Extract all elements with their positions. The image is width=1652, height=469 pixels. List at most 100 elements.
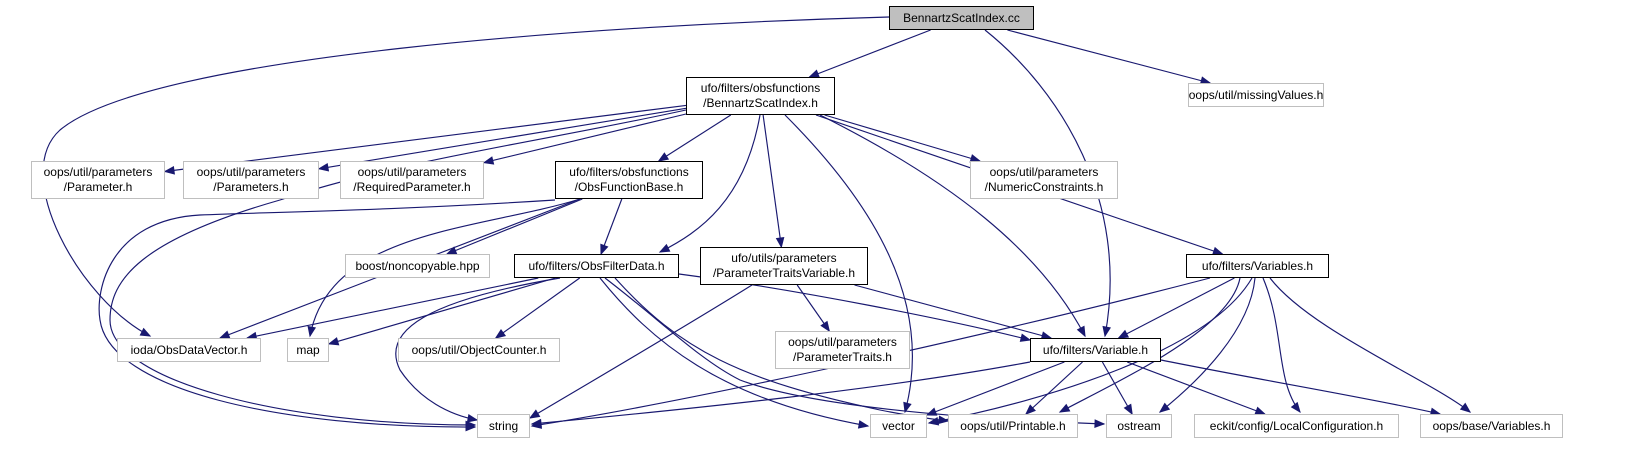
node-var[interactable]: ufo/filters/Variable.h — [1030, 338, 1161, 362]
edge-bsi_cc-to-bsi_h — [809, 29, 931, 78]
node-label: vector — [882, 418, 915, 433]
arrowhead-vars-to-printable — [1058, 403, 1071, 413]
edge-ptv-to-var — [854, 284, 1052, 339]
edge-var-to-ostream — [1101, 361, 1133, 415]
edge-var-to-oopsvars — [1160, 359, 1441, 415]
node-params: oops/util/parameters/Parameters.h — [183, 161, 319, 199]
node-ptraits: oops/util/parameters/ParameterTraits.h — [775, 331, 910, 369]
edge-ofb-to-boostnc — [446, 198, 583, 255]
arrowhead-vars-to-ostream — [1158, 402, 1171, 413]
edge-bsi_h-to-ofd — [659, 114, 761, 253]
edge-ofd-to-objcnt — [495, 277, 581, 339]
node-map: map — [287, 338, 329, 362]
arrowhead-vars-to-vector — [927, 416, 940, 426]
arrowhead-bsi_cc-to-var — [1102, 325, 1111, 338]
arrowhead-bsi_h-to-reqparam — [482, 156, 495, 165]
node-ostream: ostream — [1106, 414, 1172, 438]
node-label: oops/util/missingValues.h — [1188, 87, 1324, 102]
edge-vars-to-var — [1118, 277, 1235, 339]
edge-vars-to-oopsvars — [1269, 277, 1471, 413]
node-label: eckit/config/LocalConfiguration.h — [1209, 418, 1384, 433]
edge-bsi_cc-to-var — [984, 29, 1111, 337]
node-ofd[interactable]: ufo/filters/ObsFilterData.h — [514, 254, 679, 278]
edge-vars-to-printable — [1059, 277, 1241, 413]
node-vector: vector — [870, 414, 927, 438]
edge-ofd-to-printable — [614, 277, 949, 422]
edge-bsi_h-to-params — [318, 107, 687, 170]
edge-var-to-printable — [1025, 361, 1083, 415]
arrowhead-ofb-to-string — [465, 422, 477, 432]
node-missing: oops/util/missingValues.h — [1188, 83, 1324, 107]
node-label: oops/util/parameters/Parameter.h — [43, 165, 153, 194]
node-label: oops/base/Variables.h — [1432, 418, 1551, 433]
edge-bsi_h-to-vector — [784, 114, 913, 413]
node-reqparam: oops/util/parameters/RequiredParameter.h — [340, 161, 484, 199]
node-label: oops/util/ObjectCounter.h — [411, 342, 547, 357]
edge-vars-to-ostream — [1159, 277, 1256, 413]
arrowhead-bsi_h-to-vector — [903, 401, 912, 414]
node-label: oops/util/parameters/Parameters.h — [196, 165, 306, 194]
edge-bsi_h-to-param — [164, 104, 687, 173]
node-localconf: eckit/config/LocalConfiguration.h — [1194, 414, 1399, 438]
edge-bsi_h-to-ptv — [762, 114, 782, 248]
arrowhead-vars-to-oopsvars — [1459, 402, 1472, 413]
arrowhead-ptv-to-string — [528, 409, 541, 419]
node-label: BennartzScatIndex.cc — [903, 10, 1020, 25]
arrowhead-bsi_h-to-param — [163, 166, 175, 175]
node-bsi_cc[interactable]: BennartzScatIndex.cc — [889, 6, 1034, 30]
node-label: oops/util/parameters/ParameterTraits.h — [788, 335, 897, 364]
edge-ofb-to-ofd — [600, 198, 623, 255]
edge-ofb-to-map — [309, 198, 581, 337]
node-vars[interactable]: ufo/filters/Variables.h — [1186, 254, 1329, 278]
edge-bsi_cc-to-missing — [1007, 29, 1211, 84]
edge-ptv-to-string — [529, 284, 753, 419]
node-label: ufo/filters/obsfunctions/ObsFunctionBase… — [569, 165, 689, 194]
node-label: string — [488, 418, 519, 433]
arrowhead-var-to-vector — [925, 407, 938, 416]
node-iodaodv: ioda/ObsDataVector.h — [117, 338, 261, 362]
edge-bsi_h-to-numc — [824, 114, 981, 162]
edge-ofd-to-iodaodv — [247, 277, 539, 339]
arrowhead-bsi_h-to-ofb — [657, 152, 670, 162]
arrowhead-var-to-ostream — [1123, 403, 1133, 416]
arrowhead-ofd-to-vector — [857, 420, 870, 429]
arrowhead-bsi_h-to-var — [1076, 325, 1086, 338]
node-boostnc: boost/noncopyable.hpp — [345, 254, 490, 278]
node-label: ioda/ObsDataVector.h — [130, 342, 248, 357]
arrowhead-bsi_cc-to-iodaodv — [139, 327, 152, 337]
edge-bsi_h-to-ofb — [658, 114, 732, 162]
edge-bsi_h-to-string — [109, 109, 687, 426]
edge-ofb-to-string — [98, 199, 556, 428]
node-label: ufo/filters/Variable.h — [1042, 342, 1149, 357]
edge-bsi_h-to-var — [819, 114, 1086, 337]
arrowhead-bsi_h-to-ofd — [658, 243, 671, 253]
arrowhead-ofd-to-objcnt — [494, 328, 507, 339]
edge-bsi_cc-to-iodaodv — [42, 16, 890, 337]
arrowhead-ofd-to-map — [327, 337, 340, 346]
node-string: string — [477, 414, 530, 438]
arrowhead-ofb-to-ofd — [600, 243, 609, 256]
edge-vars-to-localconf — [1262, 277, 1301, 413]
arrowhead-ptv-to-ptraits — [820, 320, 831, 333]
node-ofb[interactable]: ufo/filters/obsfunctions/ObsFunctionBase… — [555, 161, 703, 199]
node-label: boost/noncopyable.hpp — [355, 258, 480, 273]
node-param: oops/util/parameters/Parameter.h — [31, 161, 165, 199]
arrowhead-vars-to-var — [1117, 329, 1130, 339]
arrowhead-vars-to-localconf — [1290, 401, 1301, 414]
arrowhead-ofd-to-ostream — [1094, 419, 1106, 428]
node-numc: oops/util/parameters/NumericConstraints.… — [970, 161, 1118, 199]
node-printable: oops/util/Printable.h — [948, 414, 1078, 438]
node-oopsvars: oops/base/Variables.h — [1420, 414, 1563, 438]
arrowhead-ofb-to-map — [307, 325, 317, 338]
arrowhead-ofd-to-var — [1019, 333, 1032, 342]
node-bsi_h[interactable]: ufo/filters/obsfunctions/BennartzScatInd… — [686, 77, 835, 115]
edge-ofd-to-map — [328, 277, 556, 345]
node-label: oops/util/Printable.h — [960, 418, 1066, 433]
node-label: ufo/filters/ObsFilterData.h — [528, 258, 665, 273]
node-ptv[interactable]: ufo/utils/parameters/ParameterTraitsVari… — [700, 247, 868, 285]
node-label: oops/util/parameters/RequiredParameter.h — [353, 165, 471, 194]
node-label: ufo/utils/parameters/ParameterTraitsVari… — [712, 251, 856, 280]
edge-bsi_h-to-reqparam — [483, 113, 687, 164]
